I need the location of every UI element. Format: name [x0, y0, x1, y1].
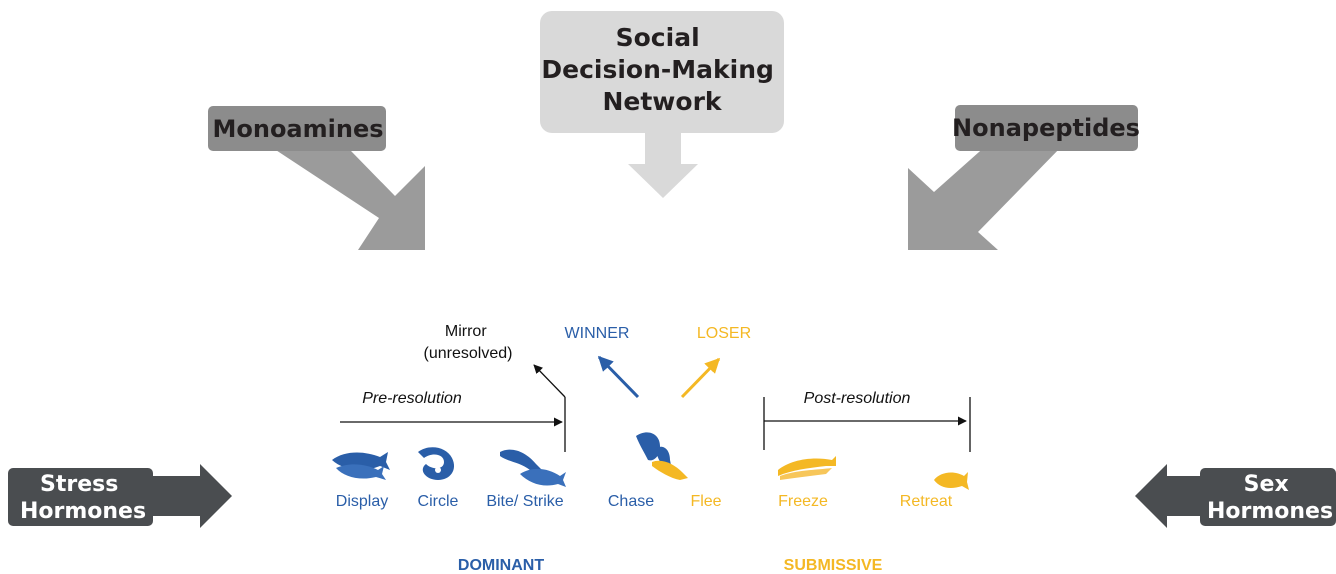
behavior-bite-strike: Bite/ Strike: [486, 493, 563, 510]
stress-line-1: Stress: [40, 472, 118, 497]
behavior-chase: Chase: [608, 493, 654, 510]
sdmn-down-arrow: [628, 133, 698, 198]
nonapeptides-label: Nonapeptides: [952, 114, 1140, 142]
mirror-line-1: Mirror: [445, 323, 487, 340]
sdmn-box: [540, 11, 784, 133]
behavior-flee: Flee: [690, 493, 721, 510]
behavior-labels: Display Circle Bite/ Strike Chase Flee F…: [336, 493, 953, 510]
winner-arrow: [597, 355, 640, 399]
sdmn-group: Social Decision-Making Network: [540, 11, 784, 198]
behavior-display: Display: [336, 493, 388, 510]
fish-illustrations: [332, 432, 969, 490]
mirror-line-2: (unresolved): [424, 345, 513, 362]
sdmn-line-1: Social: [616, 23, 700, 52]
monoamines-label: Monoamines: [212, 115, 383, 143]
dominant-label: DOMINANT: [458, 557, 544, 574]
nonapeptides-group: Nonapeptides: [908, 105, 1140, 250]
monoamines-group: Monoamines: [208, 106, 425, 250]
loser-arrow: [680, 357, 721, 399]
sdmn-line-2: Decision-Making: [541, 55, 774, 84]
sex-line-1: Sex: [1244, 472, 1289, 497]
post-resolution-label: Post-resolution: [804, 390, 911, 407]
display-fish-icon: [332, 452, 390, 480]
flee-fish-icon: [652, 460, 688, 480]
submissive-label: SUBMISSIVE: [784, 557, 883, 574]
retreat-fish-icon: [934, 472, 969, 490]
behavior-circle: Circle: [418, 493, 459, 510]
resolution-group: Mirror (unresolved) WINNER LOSER Pre-res…: [340, 323, 971, 452]
sdmn-line-3: Network: [602, 87, 722, 116]
monoamines-box: [208, 106, 386, 151]
stress-hormones-label: Stress Hormones: [20, 472, 146, 524]
behavior-retreat: Retreat: [900, 493, 953, 510]
sex-line-2: Hormones: [1207, 499, 1333, 524]
freeze-fish-icon: [778, 456, 836, 480]
stress-hormones-box: [8, 468, 153, 526]
winner-label: WINNER: [565, 325, 630, 342]
stress-line-2: Hormones: [20, 499, 146, 524]
circle-fish-icon: [418, 447, 455, 480]
bite-strike-fish-icon: [500, 449, 566, 487]
sex-hormones-label: Sex Hormones: [1207, 472, 1333, 524]
loser-label: LOSER: [697, 325, 751, 342]
mirror-arrow: [533, 364, 566, 398]
behavior-freeze: Freeze: [778, 493, 828, 510]
mirror-label: Mirror (unresolved): [424, 323, 513, 362]
sex-hormones-box: [1200, 468, 1336, 526]
nonapeptides-box: [955, 105, 1138, 151]
stress-hormones-group: Stress Hormones: [8, 464, 232, 528]
nonapeptides-arrow: [908, 120, 1063, 250]
sdmn-label: Social Decision-Making Network: [541, 23, 782, 116]
pre-resolution-label: Pre-resolution: [362, 390, 462, 407]
sex-hormones-group: Sex Hormones: [1135, 464, 1336, 528]
